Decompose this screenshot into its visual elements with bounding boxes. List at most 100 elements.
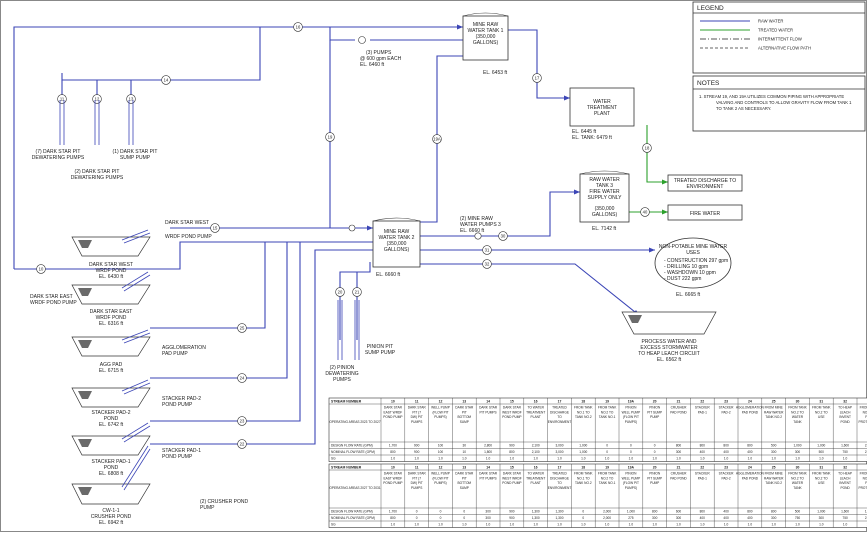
pit-label: SUMP PUMP [120, 155, 151, 161]
table-desc-cell: PINION [625, 472, 637, 476]
table-desc-cell: INVENT [839, 481, 851, 485]
table-desc-cell: FROM TANK [574, 472, 593, 476]
table-value-cell: 0 [654, 450, 656, 454]
table-desc-cell: TREATED [552, 406, 567, 410]
table-value-cell: 400 [700, 450, 706, 454]
stacker2-label: EL. 6742 ft [99, 422, 124, 428]
table-header-cell: 19 [605, 466, 609, 470]
table-value-cell: 1,000 [817, 444, 825, 448]
table-header-cell: 12 [439, 466, 443, 470]
stream-number: 19A [433, 137, 441, 142]
table-desc-cell: PLANT [531, 415, 541, 419]
table-desc-cell: STACKER [719, 472, 735, 476]
table-desc-cell: EAST WRDF [384, 476, 403, 480]
stream-bubble: 17 [533, 74, 542, 83]
table-desc-cell: EAST WRDF [384, 410, 403, 414]
table-desc-cell: ENVIRONMENT [548, 486, 572, 490]
table-desc-cell: TANK [793, 420, 802, 424]
table-value-cell: 100 [438, 444, 444, 448]
table-desc-cell: NO.3 TO [863, 410, 867, 414]
table-desc-cell: DARK STAR [408, 406, 427, 410]
table-value-cell: 0 [606, 450, 608, 454]
table-value-cell: 1.0 [819, 523, 824, 527]
table-desc-cell: DARK STAR [503, 472, 522, 476]
stream-bubble: 13 [127, 95, 136, 104]
table-value-cell: 1.0 [771, 457, 776, 461]
table-header-cell: 17 [558, 466, 562, 470]
table-header-cell: 17 [558, 400, 562, 404]
table-desc-cell: PAD POND [742, 476, 759, 480]
table-value-cell: 1.0 [748, 457, 753, 461]
table-desc-cell: DARK STAR [479, 472, 498, 476]
table-desc-cell: PUMPS) [434, 481, 446, 485]
table-value-cell: 3,000 [556, 444, 564, 448]
legend-title: LEGEND [697, 5, 724, 12]
table-desc-cell: PIT (7 [412, 476, 421, 480]
operating-area-label: OPERATING AREAS 2023 TO 2027 [329, 420, 380, 424]
table-desc-cell: (FLOW PIT [623, 415, 639, 419]
table-value-cell: 800 [390, 516, 396, 520]
table-value-cell: 0 [582, 510, 584, 514]
table-desc-cell: (FLOW PIT [432, 476, 448, 480]
table-value-cell: 1.0 [652, 457, 657, 461]
table-value-cell: 2,000 [603, 510, 611, 514]
table-desc-cell: FROM TANK [860, 472, 867, 476]
table-value-cell: 1.0 [462, 523, 467, 527]
table-value-cell: 1,300 [532, 516, 540, 520]
table-value-cell: 2,000 [603, 516, 611, 520]
notes-line: 1. STREAM 19, AND 19A UTILIZES COMMON PI… [699, 94, 844, 99]
table-desc-cell: PAD-1 [698, 410, 707, 414]
table-desc-cell: PINION [649, 406, 661, 410]
table-desc-cell: PUMPS) [625, 420, 637, 424]
table-desc-cell: FROM TANK [598, 406, 617, 410]
table-value-cell: 1.0 [748, 523, 753, 527]
process-label: EL. 6562 ft [657, 357, 682, 363]
table-value-cell: 2,800 [484, 444, 492, 448]
stream-number: 31 [485, 248, 490, 253]
table-value-cell: 1,000 [794, 444, 802, 448]
table-value-cell: 1.0 [700, 457, 705, 461]
table-header-cell: 19 [605, 400, 609, 404]
table-value-cell: 800 [652, 510, 658, 514]
table-value-cell: 1.0 [533, 457, 538, 461]
tank3-label: GALLONS) [592, 212, 618, 218]
table-value-cell: 1.0 [486, 523, 491, 527]
table-value-cell: 1.0 [771, 523, 776, 527]
treated-discharge-label: ENVIRONMENT [687, 184, 724, 190]
table-value-cell: 800 [700, 510, 706, 514]
stream-number: 25 [240, 326, 245, 331]
table-desc-cell: WATER [792, 415, 804, 419]
table-value-cell: 1.0 [414, 457, 419, 461]
table-value-cell: 300 [676, 516, 682, 520]
table-desc-cell: SUMP [460, 420, 469, 424]
table-header-cell: 31 [819, 400, 823, 404]
table-header-cell: 19A [628, 400, 635, 404]
table-header-cell: 20 [653, 466, 657, 470]
table-header-cell: 14 [486, 466, 490, 470]
stream-bubble: 20 [336, 288, 345, 297]
table-value-cell: 1.0 [462, 457, 467, 461]
table-desc-cell: TO WATER [527, 472, 544, 476]
legend-item-label: RAW WATER [758, 19, 783, 24]
table-desc-cell: NO.2 TO [815, 476, 828, 480]
table-desc-cell: PAD-1 [698, 476, 707, 480]
tank1-label: GALLONS) [473, 40, 499, 46]
table-desc-cell: PROTECTION [858, 486, 867, 490]
table-desc-cell: TANK NO.1 [599, 481, 616, 485]
stacker1-pump-label: POND PUMP [162, 454, 193, 460]
table-value-cell: 600 [676, 510, 682, 514]
table-header-cell: 15 [510, 466, 514, 470]
stream-bubble: 11 [58, 95, 67, 104]
nonpot-elev: EL. 6665 ft [676, 292, 701, 298]
table-desc-cell: PIT PUMPS [480, 410, 497, 414]
table-value-cell: 1,700 [389, 510, 397, 514]
table-value-cell: 10 [463, 450, 467, 454]
table-desc-cell: NO.2 TO [601, 476, 614, 480]
table-desc-cell: TANK [793, 486, 802, 490]
table-value-cell: 1.0 [557, 523, 562, 527]
table-value-cell: 1.0 [391, 457, 396, 461]
table-value-cell: 800 [676, 444, 682, 448]
stream-bubble: 12 [93, 95, 102, 104]
